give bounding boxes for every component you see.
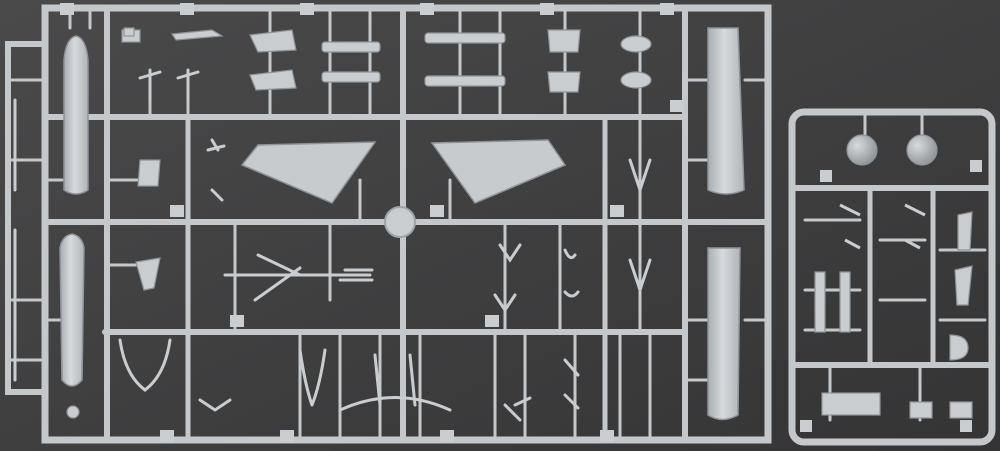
small-sprue-frame [788, 108, 996, 446]
small-parts-detail [13, 70, 652, 422]
wing-panel-right [430, 139, 567, 204]
main-sprue-frame [41, 4, 772, 444]
intake-parts [66, 27, 161, 419]
fuselage-part-lower-right [707, 247, 741, 421]
wing-panel-left [240, 141, 377, 204]
dome-part-right [906, 134, 938, 166]
sprue-hub [384, 206, 416, 238]
main-sprue [5, 3, 772, 444]
small-parts-top [121, 29, 652, 93]
dome-part-left [846, 134, 878, 166]
fuselage-half-upper-left [63, 35, 89, 195]
small-sprue-parts [814, 134, 973, 419]
fuselage-half-lower-left [59, 233, 85, 387]
left-outrigger-frame [5, 41, 48, 395]
wing-panels [240, 139, 567, 204]
fuselage-part-upper-right [707, 27, 745, 195]
fuselage-parts [59, 27, 745, 421]
